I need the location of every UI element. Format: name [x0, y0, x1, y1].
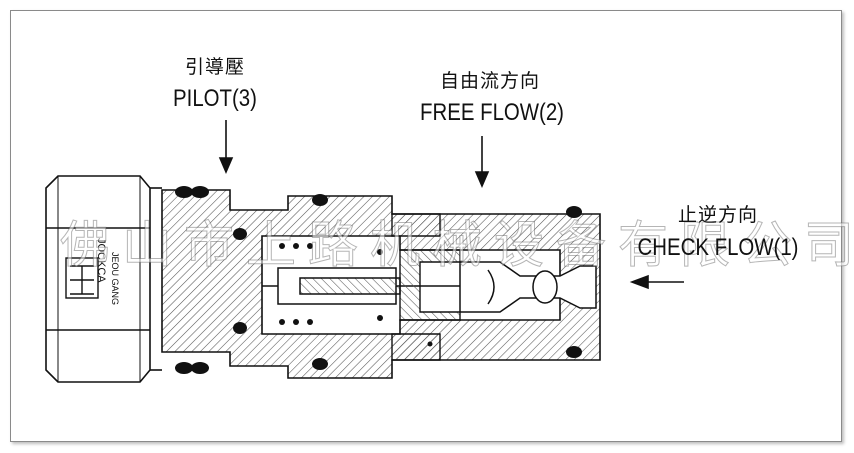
- free-flow-label-en: FREE FLOW(2): [420, 99, 564, 126]
- brand-bottom-text: JEOU GANG: [110, 252, 120, 305]
- free-flow-label-cn: 自由流方向: [439, 71, 540, 92]
- brand-logo: [65, 257, 99, 299]
- check-flow-label-en: CHECK FLOW(1): [637, 234, 799, 261]
- check-poppet: [459, 261, 597, 313]
- pilot-arrow: [218, 120, 234, 175]
- check-flow-arrow: [629, 274, 684, 290]
- pilot-label-en: PILOT(3): [173, 85, 257, 112]
- hatched-seat: [391, 213, 461, 361]
- pilot-label-cn: 引導壓: [184, 57, 245, 78]
- o-ring-seals: [175, 186, 582, 374]
- free-flow-arrow: [474, 136, 490, 189]
- check-flow-label-cn: 止逆方向: [677, 205, 758, 226]
- brand-top-text: JOCKCA: [95, 238, 107, 283]
- pilot-spool: [262, 267, 520, 305]
